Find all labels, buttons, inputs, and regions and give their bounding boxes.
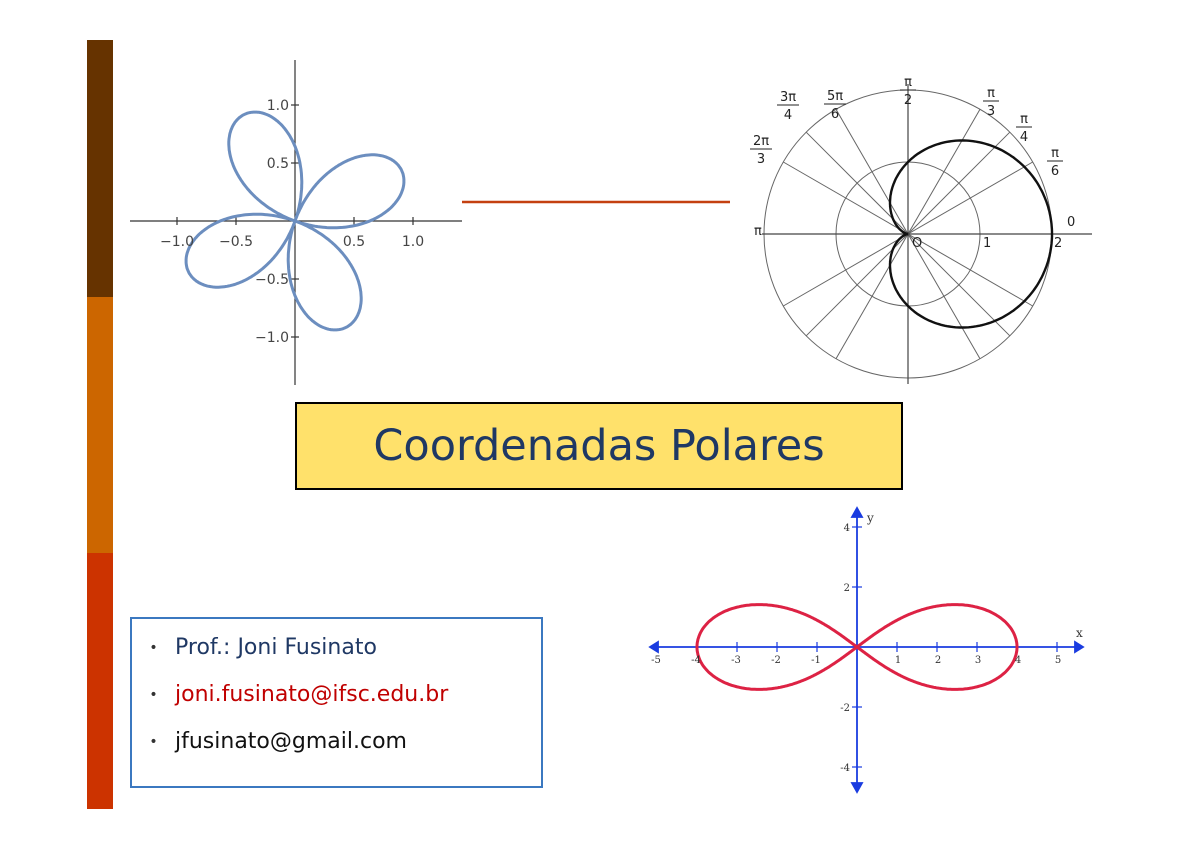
x-tick-label: 1 xyxy=(895,655,901,666)
cardioid-curve xyxy=(888,139,1054,329)
x-tick-label: 4 xyxy=(1015,655,1021,666)
svg-text:3π: 3π xyxy=(780,90,796,105)
lemniscate-curve xyxy=(695,603,1019,691)
y-axis-arrow-down xyxy=(850,782,864,794)
y-tick-label: 2 xyxy=(844,583,850,594)
contact-item-institutional-email[interactable]: • joni.fusinato@ifsc.edu.br xyxy=(132,682,448,707)
x-tick-label: -1 xyxy=(811,655,821,666)
origin-label: O xyxy=(912,236,922,251)
contact-text: Prof.: Joni Fusinato xyxy=(175,635,377,660)
y-axis-label: y xyxy=(866,511,874,525)
x-tick-label: -5 xyxy=(651,655,661,666)
email-link[interactable]: joni.fusinato@ifsc.edu.br xyxy=(175,682,449,707)
y-tick-label: 1.0 xyxy=(267,98,289,114)
x-tick-label: −0.5 xyxy=(219,234,253,250)
x-tick-label: 0.5 xyxy=(343,234,365,250)
svg-text:3: 3 xyxy=(757,152,765,167)
x-tick-label: -4 xyxy=(691,655,701,666)
y-tick-label: −0.5 xyxy=(255,272,289,288)
y-tick-label: -2 xyxy=(840,703,850,714)
angle-label-pi-3: π 3 xyxy=(983,86,999,119)
svg-text:4: 4 xyxy=(784,108,792,123)
contact-item-professor: • Prof.: Joni Fusinato xyxy=(132,635,377,660)
radial-label-1: 1 xyxy=(983,236,991,251)
x-tick-label: 2 xyxy=(935,655,941,666)
x-axis-arrow-left xyxy=(648,640,659,654)
angle-label-pi: π xyxy=(754,224,762,239)
bullet: • xyxy=(149,686,158,703)
y-tick-label: −1.0 xyxy=(255,330,289,346)
radial-label-2: 2 xyxy=(1054,236,1062,251)
x-tick-label: −1.0 xyxy=(160,234,194,250)
y-tick-label: -4 xyxy=(840,763,850,774)
svg-text:4: 4 xyxy=(1020,130,1028,145)
x-tick-label: 1.0 xyxy=(402,234,424,250)
y-tick-label: 4 xyxy=(844,523,850,534)
polar-cardioid-plot: π 2 π 3 π 4 π 6 3π 4 5π 6 xyxy=(750,75,1092,384)
angle-label-3pi-4: 3π 4 xyxy=(777,90,799,123)
bullet: • xyxy=(149,733,158,750)
title-box: Coordenadas Polares xyxy=(295,402,903,490)
svg-text:6: 6 xyxy=(1051,164,1059,179)
contact-text: jfusinato@gmail.com xyxy=(175,729,407,754)
y-tick-label: 0.5 xyxy=(267,156,289,172)
angle-label-pi-2: π 2 xyxy=(900,75,916,108)
svg-text:π: π xyxy=(987,86,995,101)
x-tick-label: -2 xyxy=(771,655,781,666)
svg-text:5π: 5π xyxy=(827,89,843,104)
y-axis-arrow-up xyxy=(850,506,864,518)
svg-text:π: π xyxy=(1051,146,1059,161)
svg-text:2π: 2π xyxy=(753,134,769,149)
lemniscate-plot: -5 -4 -3 -2 -1 1 2 3 4 5 4 2 -2 -4 x y xyxy=(648,506,1085,794)
y-tick-marks xyxy=(291,104,299,338)
contact-box: • Prof.: Joni Fusinato • joni.fusinato@i… xyxy=(130,617,543,788)
page-title: Coordenadas Polares xyxy=(373,421,825,471)
contact-item-personal-email: • jfusinato@gmail.com xyxy=(132,729,407,754)
connector-line xyxy=(462,200,730,204)
x-tick-label: 5 xyxy=(1055,655,1061,666)
angle-label-pi-4: π 4 xyxy=(1016,112,1032,145)
x-tick-label: -3 xyxy=(731,655,741,666)
angle-label-5pi-6: 5π 6 xyxy=(824,89,846,122)
x-tick-marks xyxy=(176,217,414,225)
rose-curve-plot: −1.0 −0.5 0.5 1.0 1.0 0.5 −0.5 −1.0 xyxy=(130,60,462,385)
svg-text:3: 3 xyxy=(987,104,995,119)
x-axis-label: x xyxy=(1076,626,1083,640)
angle-label-2pi-3: 2π 3 xyxy=(750,134,772,167)
svg-text:π: π xyxy=(904,75,912,90)
svg-text:2: 2 xyxy=(904,93,912,108)
x-axis-arrow-right xyxy=(1074,640,1085,654)
x-tick-label: 3 xyxy=(975,655,981,666)
rose-curve xyxy=(184,110,406,332)
accent-bar-top xyxy=(87,40,113,297)
angle-label-zero: 0 xyxy=(1067,215,1075,230)
svg-text:6: 6 xyxy=(831,107,839,122)
accent-bar-middle xyxy=(87,297,113,553)
bullet: • xyxy=(149,639,158,656)
accent-bar-bottom xyxy=(87,553,113,809)
angle-label-pi-6: π 6 xyxy=(1047,146,1063,179)
svg-text:π: π xyxy=(1020,112,1028,127)
